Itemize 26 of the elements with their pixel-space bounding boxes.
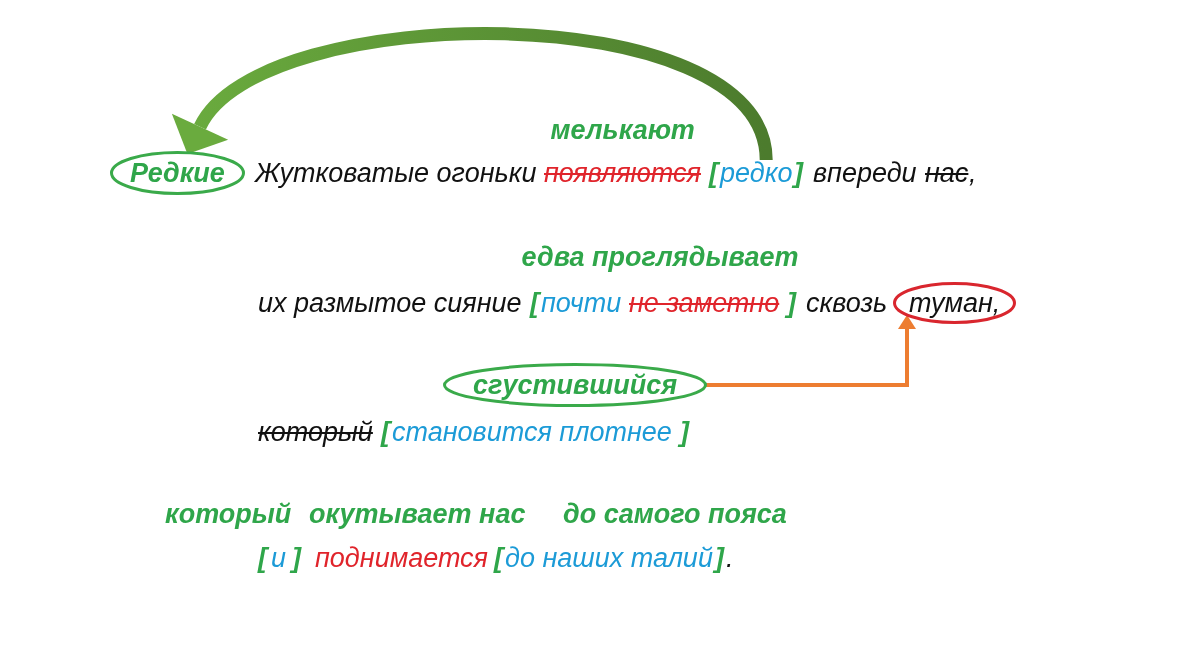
elbow-arrow (705, 314, 916, 387)
circled-word: Редкие (110, 151, 245, 195)
inserted-text: до наших талий (505, 542, 713, 575)
sentence-text: их размытое сияние (258, 287, 522, 320)
circled-word: туман, (893, 282, 1017, 324)
correction-text: окутывает нас (309, 498, 526, 531)
sentence-text: впереди (813, 157, 917, 190)
correction-text: едва проглядывает (521, 241, 799, 274)
sentence-text: сквозь (806, 287, 888, 320)
marked-text: поднимается (315, 542, 489, 575)
struck-text: не заметно (629, 287, 780, 320)
punctuation-mark: . (726, 542, 734, 575)
struck-text: нас (925, 157, 969, 190)
correction-text: до самого пояса (563, 498, 787, 531)
inserted-text: редко (720, 156, 793, 190)
curved-arrow (175, 27, 773, 162)
sentence-text: Жутковатые огоньки (255, 157, 537, 190)
correction-text: мелькают (550, 114, 695, 147)
inserted-text: и (271, 542, 287, 575)
correction-text: который (165, 498, 292, 531)
struck-text: появляются (544, 157, 701, 190)
inserted-text: становится плотнее (392, 416, 672, 449)
circled-word: сгустившийся (443, 363, 708, 407)
struck-text: который (258, 416, 373, 449)
punctuation-mark: , (969, 157, 977, 190)
inserted-text: почти (541, 287, 622, 320)
